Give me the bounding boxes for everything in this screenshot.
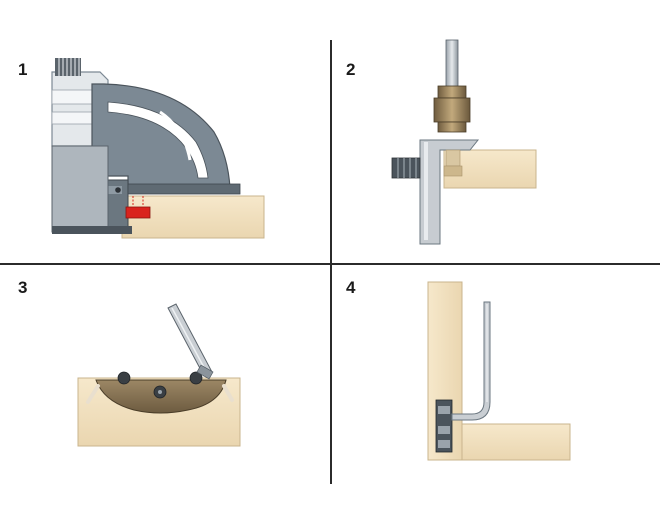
- panel-4-horizontal-board: [461, 423, 571, 461]
- panel-2-guide-bracket: [419, 139, 480, 245]
- panel-4-number: 4: [346, 278, 356, 297]
- panel-2-drill-shaft: [445, 39, 459, 89]
- panel-1-blade-guard: [91, 83, 231, 189]
- panel-2-number: 2: [346, 60, 356, 79]
- panel-1-slot-marker: [125, 206, 151, 219]
- panel-3-bolt-left: [117, 371, 131, 385]
- panel-3-illustration: [77, 303, 241, 447]
- panel-4-hex-key: [451, 301, 491, 421]
- panel-1-screw: [115, 187, 121, 193]
- panel-2-side-bolt: [391, 157, 421, 179]
- panel-4-illustration: [427, 281, 571, 461]
- panel-1-motor-knob: [55, 58, 81, 76]
- panel-2-chuck: [437, 85, 467, 99]
- panel-3-number: 3: [18, 278, 28, 297]
- panel-2-illustration: [391, 39, 537, 245]
- panel-1-base-plate: [51, 145, 109, 233]
- panel-1-number: 1: [18, 60, 28, 79]
- panel-3-bolt-right: [189, 371, 203, 385]
- panel-1-illustration: [51, 58, 265, 239]
